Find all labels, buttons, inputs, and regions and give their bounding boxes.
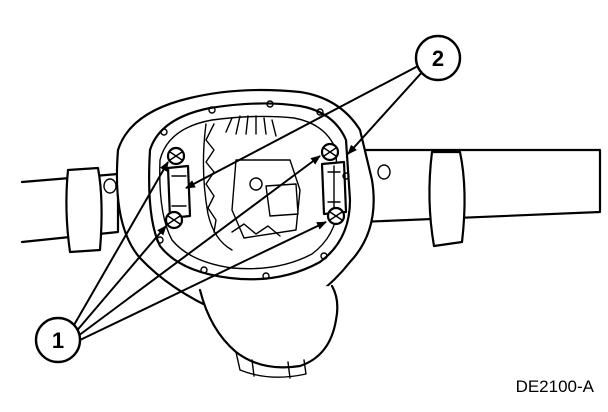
- callout-2-leaders: [185, 65, 425, 189]
- differential-case: [231, 159, 301, 239]
- left-axle-tube: [20, 166, 120, 254]
- bearing-cap-bolt-upper-right: [320, 142, 340, 162]
- ring-gear: [202, 115, 277, 251]
- callout-2: 2: [414, 34, 462, 82]
- callout-1-leaders: [69, 155, 327, 341]
- cover-bolt-holes: [156, 100, 350, 280]
- callout-1-label: 1: [52, 328, 64, 353]
- bearing-cap-bolt-lower-right: [326, 206, 346, 226]
- callout-2-label: 2: [432, 46, 444, 71]
- bearing-cap-bolt-upper-left: [166, 146, 186, 166]
- left-bearing-cap: [166, 164, 192, 220]
- figure-code: DE2100-A: [516, 377, 595, 396]
- right-bearing-cap: [320, 160, 348, 216]
- callout-1: 1: [34, 316, 82, 364]
- bearing-cap-bolt-lower-left: [164, 210, 184, 230]
- right-axle-tube: [358, 148, 602, 248]
